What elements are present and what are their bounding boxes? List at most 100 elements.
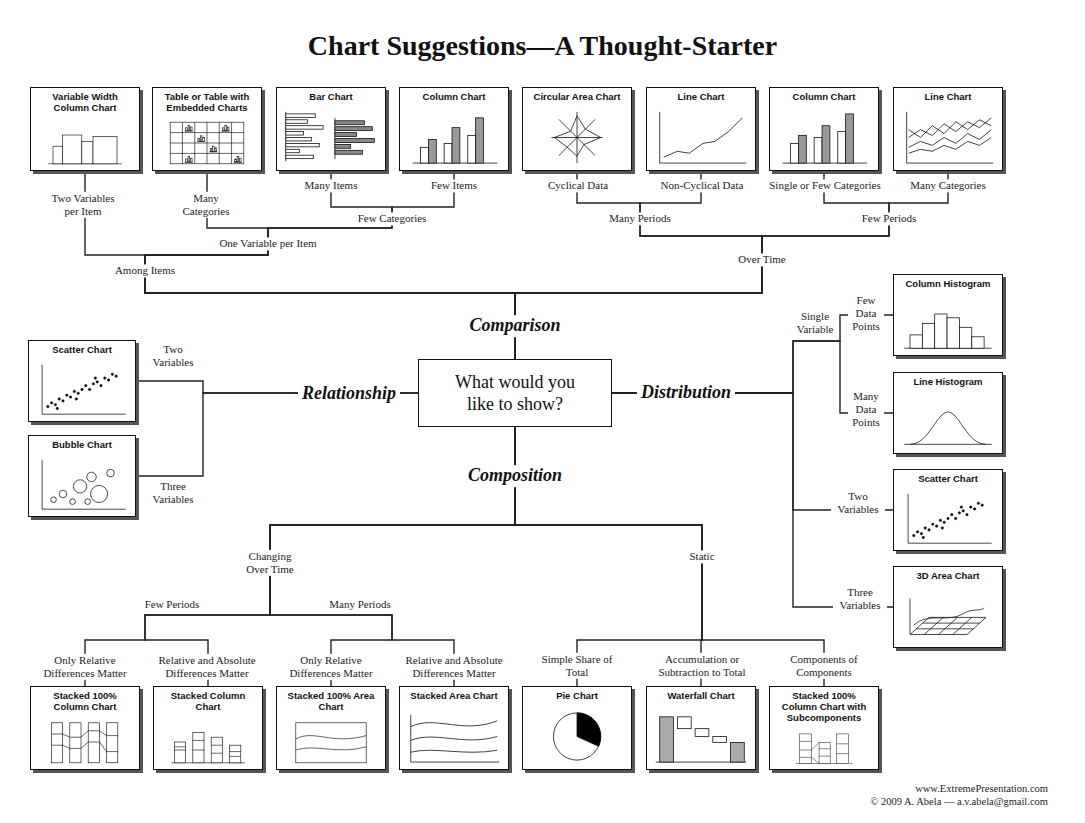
- chart-name: Line Chart: [647, 88, 755, 103]
- branch-label: Many Periods: [327, 598, 392, 611]
- tree-connector: [145, 171, 515, 359]
- chart-thumbnail: [33, 456, 131, 513]
- chart-thumbnail: [157, 119, 257, 167]
- tree-connector: [145, 171, 515, 359]
- chart-box: Line Chart: [893, 87, 1003, 171]
- chart-thumbnail: [898, 587, 998, 644]
- chart-box: Variable Width Column Chart: [30, 87, 140, 171]
- chart-name: Stacked Column Chart: [154, 687, 262, 713]
- footer-note: © 2009 A. Abela — a.v.abela@gmail.com: [868, 796, 1050, 809]
- chart-box: Stacked 100% Area Chart: [276, 686, 386, 770]
- chart-thumbnail: [774, 729, 874, 766]
- chart-box: Column Chart: [399, 87, 509, 171]
- chart-box: Bar Chart: [276, 87, 386, 171]
- branch-label: Three Variables: [146, 480, 200, 506]
- chart-name: Bar Chart: [277, 88, 385, 103]
- branch-label: Few Periods: [143, 598, 202, 611]
- chart-thumbnail: [527, 108, 627, 167]
- chart-box: Stacked 100% Column Chart: [30, 686, 140, 770]
- chart-thumbnail: [35, 119, 135, 167]
- branch-label: Relative and Absolute Differences Matter: [146, 654, 268, 680]
- chart-thumbnail: [651, 108, 751, 167]
- tree-connector: [145, 171, 515, 359]
- chart-name: Waterfall Chart: [647, 687, 755, 702]
- tree-connector: [515, 171, 889, 359]
- chart-thumbnail: [898, 393, 998, 450]
- branch-label: Simple Share of Total: [539, 653, 615, 679]
- tree-connector: [85, 171, 515, 359]
- chart-name: Column Chart: [400, 88, 508, 103]
- tree-connector: [85, 427, 515, 686]
- chart-box: Bubble Chart: [28, 435, 136, 517]
- chart-thumbnail: [158, 718, 258, 766]
- branch-label: Many Categories: [177, 192, 236, 218]
- branch-label: Three Variables: [833, 586, 887, 612]
- chart-thumbnail: [774, 108, 874, 167]
- branch-label: Few Periods: [860, 212, 919, 225]
- branch-label: Two Variables: [146, 343, 200, 369]
- chart-name: Circular Area Chart: [523, 88, 631, 103]
- chart-name: Scatter Chart: [894, 470, 1002, 485]
- chart-box: Scatter Chart: [28, 340, 136, 422]
- branch-label: Among Items: [113, 264, 177, 277]
- branch-label: Relative and Absolute Differences Matter: [393, 654, 515, 680]
- branch-label: Many Periods: [607, 212, 672, 225]
- branch-label: Cyclical Data: [546, 179, 610, 192]
- question-text: What would you like to show?: [440, 371, 590, 416]
- branch-label: Many Items: [303, 179, 360, 192]
- branch-label: Few Data Points: [848, 294, 884, 334]
- chart-thumbnail: [281, 108, 381, 167]
- category-label: Relationship: [298, 383, 400, 405]
- chart-thumbnail: [651, 707, 751, 766]
- chart-box: Circular Area Chart: [522, 87, 632, 171]
- chart-name: Stacked 100% Area Chart: [277, 687, 385, 713]
- chart-title: Chart Suggestions—A Thought-Starter: [0, 30, 1085, 62]
- footer-note: www.ExtremePresentation.com: [913, 783, 1050, 796]
- chart-name: Stacked Area Chart: [400, 687, 508, 702]
- category-label: Composition: [464, 465, 566, 487]
- chart-box: Waterfall Chart: [646, 686, 756, 770]
- branch-label: Few Categories: [356, 212, 429, 225]
- chart-thumbnail: [898, 108, 998, 167]
- branch-label: Over Time: [736, 253, 787, 266]
- branch-label: Single Variable: [791, 310, 839, 336]
- chart-thumbnail: [33, 361, 131, 418]
- branch-label: Many Data Points: [848, 390, 884, 430]
- branch-label: One Variable per Item: [217, 237, 318, 250]
- branch-label: Components of Components: [777, 653, 871, 679]
- chart-name: Column Histogram: [894, 275, 1002, 290]
- branch-label: Single or Few Categories: [767, 179, 883, 192]
- chart-name: Stacked 100% Column Chart with Subcompon…: [770, 687, 878, 724]
- chart-name: Line Histogram: [894, 373, 1002, 388]
- chart-box: Pie Chart: [522, 686, 632, 770]
- tree-connector: [136, 393, 418, 476]
- branch-label: Only Relative Differences Matter: [33, 654, 137, 680]
- chart-thumbnail: [281, 718, 381, 766]
- branch-label: Static: [687, 550, 716, 563]
- chart-box: Stacked Column Chart: [153, 686, 263, 770]
- chart-thumbnail: [404, 707, 504, 766]
- chart-box: Scatter Chart: [893, 469, 1003, 551]
- category-label: Comparison: [465, 315, 564, 337]
- branch-label: Changing Over Time: [238, 550, 302, 576]
- chart-thumbnail: [404, 108, 504, 167]
- chart-name: Stacked 100% Column Chart: [31, 687, 139, 713]
- chart-name: Line Chart: [894, 88, 1002, 103]
- chart-box: Line Chart: [646, 87, 756, 171]
- chart-thumbnail: [898, 490, 998, 547]
- chart-name: 3D Area Chart: [894, 567, 1002, 582]
- branch-label: Non-Cyclical Data: [659, 179, 746, 192]
- chart-box: Table or Table with Embedded Charts: [152, 87, 262, 171]
- tree-connector: [515, 171, 948, 359]
- chart-thumbnail: [898, 295, 998, 352]
- chart-thumbnail: [35, 718, 135, 766]
- question-box: What would you like to show?: [418, 359, 612, 427]
- chart-name: Scatter Chart: [29, 341, 135, 356]
- branch-label: Two Variables per Item: [44, 192, 122, 218]
- chart-box: Stacked Area Chart: [399, 686, 509, 770]
- chart-box: 3D Area Chart: [893, 566, 1003, 648]
- branch-label: Few Items: [429, 179, 479, 192]
- chart-box: Column Chart: [769, 87, 879, 171]
- chart-box: Column Histogram: [893, 274, 1003, 356]
- branch-label: Two Variables: [831, 490, 885, 516]
